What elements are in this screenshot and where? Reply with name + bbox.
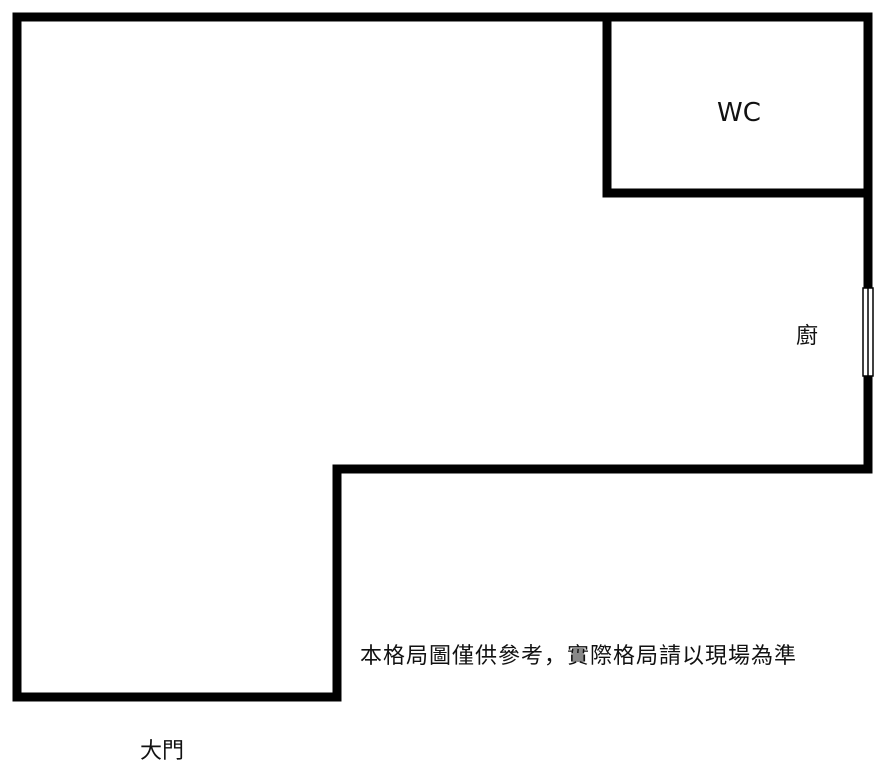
wc-wall <box>602 17 868 198</box>
room-label-wc: WC <box>717 98 761 128</box>
room-label-kitchen: 廚 <box>796 324 819 349</box>
outer-wall <box>12 12 873 702</box>
entrance-label: 大門 <box>140 739 185 764</box>
disclaimer-text: 本格局圖僅供參考，實際格局請以現場為準 <box>360 644 798 669</box>
